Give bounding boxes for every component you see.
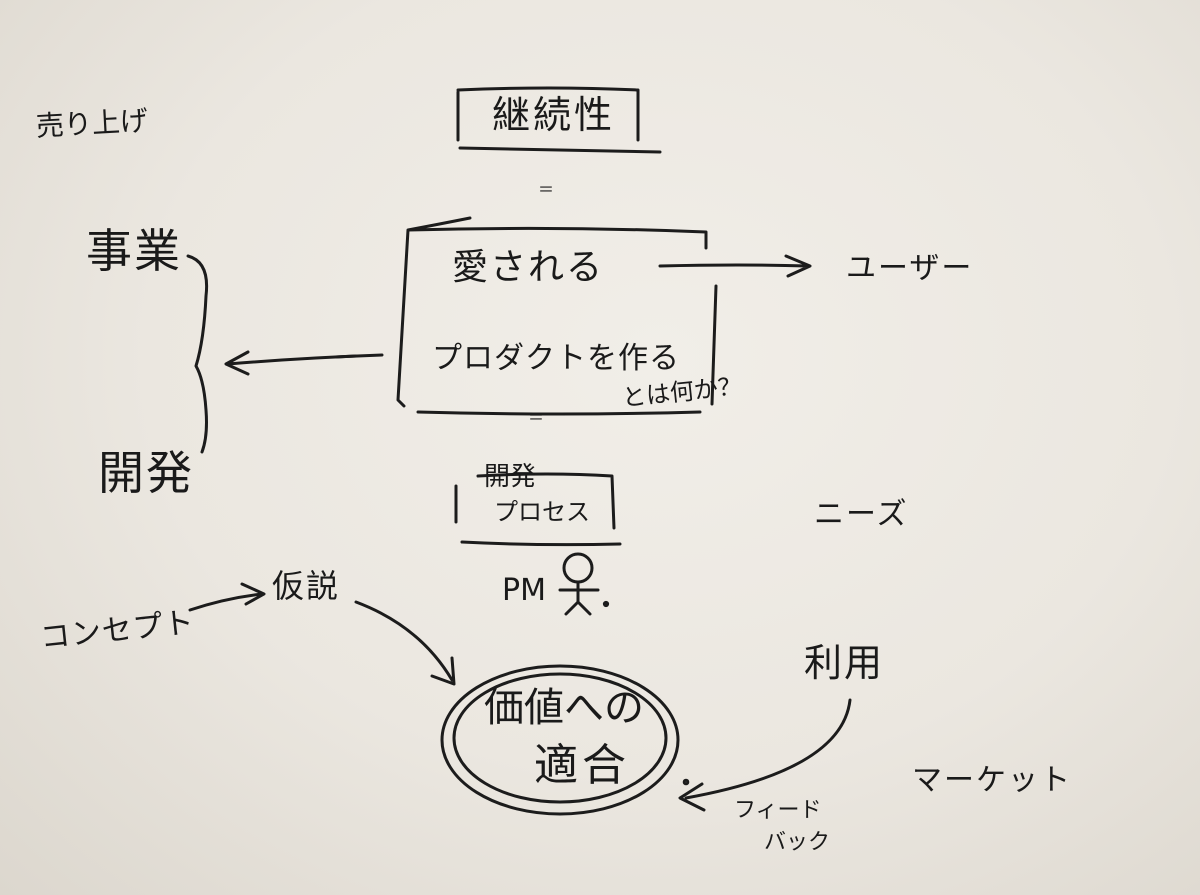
continuity-box [456,86,662,154]
value-fit-line2: 適合 [534,740,630,791]
pm-head-icon [562,552,594,584]
value-fit-line1: 価値への [484,685,644,731]
value-fit-outer-ellipse [440,664,680,816]
curly-brace [186,254,209,454]
make-product-label: プロダクトを作る [432,341,680,376]
feedback-line1: フィード [734,798,822,823]
usage-label: 利用 [804,641,885,685]
pm-label: PM [502,573,546,608]
sales-label: 売り上げ [35,104,149,143]
development-label: 開発 [98,446,194,500]
user-label: ユーザー [846,251,974,286]
market-label: マーケット [912,763,1072,798]
arrow-tick [334,354,358,359]
loved-label: 愛される [452,247,605,288]
hypothesis-label: 仮説 [272,567,341,605]
value-fit-dot [682,778,690,786]
arrow-hypothesis-to-value [354,600,456,686]
arrow-to-business [224,350,384,376]
arrow-to-user [658,254,812,278]
pm-body-icon [558,580,600,616]
continuity-label: 継続性 [492,93,616,137]
needs-label: ニーズ [814,497,909,532]
equals-top: ＝ [538,180,555,199]
dev-process-line1: 開発 [484,462,537,492]
value-fit-inner-ellipse [452,672,668,804]
product-bracket [396,216,718,416]
feedback-line2: バック [764,830,831,855]
dev-process-box [454,472,622,547]
pm-dot [602,600,610,608]
dev-process-line2: プロセス [494,498,590,526]
equals-bottom: ＝ [528,408,545,427]
business-label: 事業 [86,224,182,278]
arrow-concept-to-hypothesis [188,582,266,612]
arrow-usage-to-value [678,698,852,812]
